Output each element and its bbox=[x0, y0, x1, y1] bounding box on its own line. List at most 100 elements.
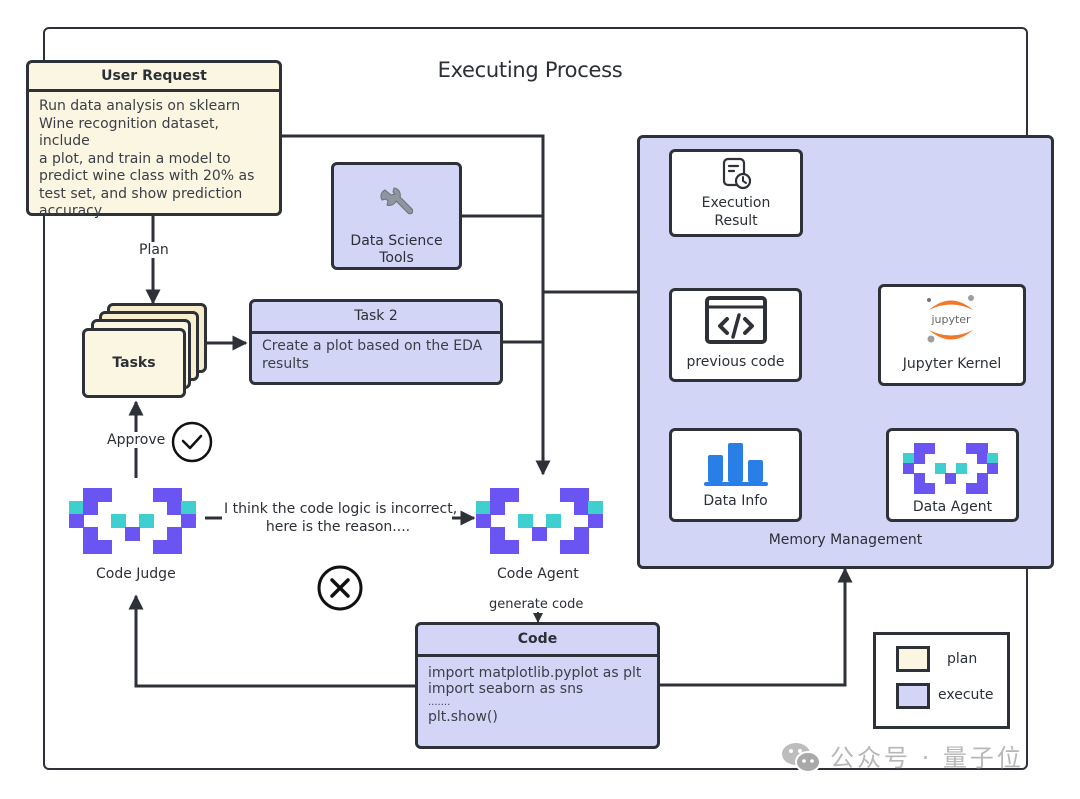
logo-pixel bbox=[924, 483, 935, 494]
logo-pixel bbox=[167, 501, 182, 515]
code-to-memory-arrow bbox=[659, 567, 853, 687]
logo-pixel bbox=[125, 527, 140, 541]
tasks-label: Tasks bbox=[112, 355, 156, 371]
logo-pixel bbox=[532, 527, 547, 541]
document-clock-icon bbox=[721, 157, 753, 195]
code-agent-label: Code Agent bbox=[497, 566, 579, 582]
feedback-text: I think the code logic is incorrect, her… bbox=[224, 500, 458, 536]
logo-pixel bbox=[955, 463, 967, 474]
logo-pixel bbox=[476, 514, 491, 528]
tools-label-line1: Data Science bbox=[350, 233, 443, 249]
code-header: Code bbox=[418, 625, 657, 657]
task2-header: Task 2 bbox=[252, 302, 500, 334]
logo-pixel bbox=[83, 501, 98, 515]
approve-label: Approve bbox=[106, 432, 167, 448]
previous-code-box: previous code bbox=[669, 288, 802, 382]
wechat-icon bbox=[780, 740, 824, 778]
feedback-line1: I think the code logic is incorrect, bbox=[224, 501, 458, 517]
logo-pixel bbox=[167, 540, 182, 554]
logo-pixel bbox=[111, 514, 126, 528]
code-line: import matplotlib.pyplot as plt bbox=[428, 665, 642, 681]
logo-pixel bbox=[83, 527, 98, 541]
user-request-body: Run data analysis on sklearn Wine recogn… bbox=[29, 92, 279, 226]
logo-pixel bbox=[490, 540, 505, 554]
logo-pixel bbox=[83, 540, 98, 554]
tasks-box: Tasks bbox=[82, 328, 186, 398]
code-judge-logo-icon bbox=[69, 488, 196, 554]
task2-line: Create a plot based on the EDA bbox=[262, 338, 483, 354]
logo-pixel bbox=[945, 473, 956, 484]
jupyter-logo-icon: jupyter bbox=[921, 293, 981, 349]
logo-pixel bbox=[181, 514, 196, 528]
user-request-line: accuracy bbox=[39, 203, 103, 219]
bar-chart-icon bbox=[704, 441, 770, 491]
plan-label: Plan bbox=[137, 242, 171, 258]
legend-label-plan: plan bbox=[947, 651, 978, 667]
logo-pixel bbox=[490, 527, 505, 541]
code-judge-label: Code Judge bbox=[96, 566, 176, 582]
code-line: ....... bbox=[428, 697, 451, 708]
code-box: Code import matplotlib.pyplot as plt imp… bbox=[415, 622, 660, 749]
jupyter-kernel-label: Jupyter Kernel bbox=[902, 356, 1002, 372]
x-circle-icon bbox=[316, 564, 364, 616]
logo-pixel bbox=[924, 443, 935, 454]
feedback-line2: here is the reason.... bbox=[265, 519, 411, 535]
logo-pixel bbox=[976, 473, 988, 484]
memory-management-title: Memory Management bbox=[768, 532, 923, 548]
logo-pixel bbox=[903, 453, 914, 464]
data-science-tools-box: Data Science Tools bbox=[331, 162, 462, 270]
user-request-line: test set, and show prediction bbox=[39, 185, 243, 202]
logo-pixel bbox=[69, 501, 84, 515]
logo-pixel bbox=[574, 540, 589, 554]
logo-pixel bbox=[913, 473, 925, 484]
logo-pixel bbox=[987, 453, 998, 464]
logo-pixel bbox=[987, 463, 998, 474]
task2-box: Task 2 Create a plot based on the EDA re… bbox=[249, 299, 503, 385]
execution-result-box: Execution Result bbox=[669, 149, 803, 237]
logo-pixel bbox=[97, 488, 112, 502]
user-request-box: User Request Run data analysis on sklear… bbox=[26, 60, 282, 219]
logo-pixel bbox=[518, 514, 533, 528]
code-window-icon bbox=[705, 296, 767, 348]
task2-line: results bbox=[262, 355, 309, 372]
generate-code-label: generate code bbox=[489, 597, 584, 612]
user-request-line: a plot, and train a model to bbox=[39, 150, 231, 167]
user-request-line: predict wine class with 20% as bbox=[39, 168, 255, 184]
logo-pixel bbox=[546, 514, 561, 528]
data-info-label: Data Info bbox=[703, 493, 768, 509]
logo-pixel bbox=[913, 443, 925, 454]
data-agent-label: Data Agent bbox=[912, 499, 993, 515]
code-line: plt.show() bbox=[428, 709, 498, 725]
user-request-line: Run data analysis on sklearn bbox=[39, 98, 241, 114]
logo-pixel bbox=[560, 488, 575, 502]
logo-pixel bbox=[574, 488, 589, 502]
logo-pixel bbox=[976, 483, 988, 494]
code-to-judge-arrow bbox=[128, 594, 416, 688]
check-circle-icon bbox=[171, 421, 213, 467]
jupyter-kernel-box: jupyter Jupyter Kernel bbox=[878, 284, 1026, 386]
logo-pixel bbox=[153, 488, 168, 502]
user-request-line: Wine recognition dataset, include bbox=[39, 115, 219, 150]
logo-pixel bbox=[966, 483, 977, 494]
logo-pixel bbox=[83, 488, 98, 502]
legend-swatch-execute bbox=[896, 683, 930, 709]
logo-pixel bbox=[97, 540, 112, 554]
logo-pixel bbox=[913, 483, 925, 494]
logo-pixel bbox=[934, 463, 946, 474]
logo-pixel bbox=[181, 501, 196, 515]
logo-pixel bbox=[167, 488, 182, 502]
execution-result-line2: Result bbox=[714, 213, 758, 229]
code-line: import seaborn as sns bbox=[428, 681, 584, 697]
logo-pixel bbox=[903, 463, 914, 474]
jupyter-logo-text: jupyter bbox=[930, 313, 971, 326]
logo-pixel bbox=[588, 514, 603, 528]
previous-code-label: previous code bbox=[686, 354, 785, 370]
logo-pixel bbox=[574, 501, 589, 515]
logo-pixel bbox=[913, 453, 925, 464]
logo-pixel bbox=[476, 501, 491, 515]
diagram-title: Executing Process bbox=[437, 58, 623, 82]
logo-pixel bbox=[504, 488, 519, 502]
logo-pixel bbox=[560, 540, 575, 554]
request-to-agent-line bbox=[282, 134, 551, 476]
data-agent-logo-icon bbox=[903, 443, 998, 494]
